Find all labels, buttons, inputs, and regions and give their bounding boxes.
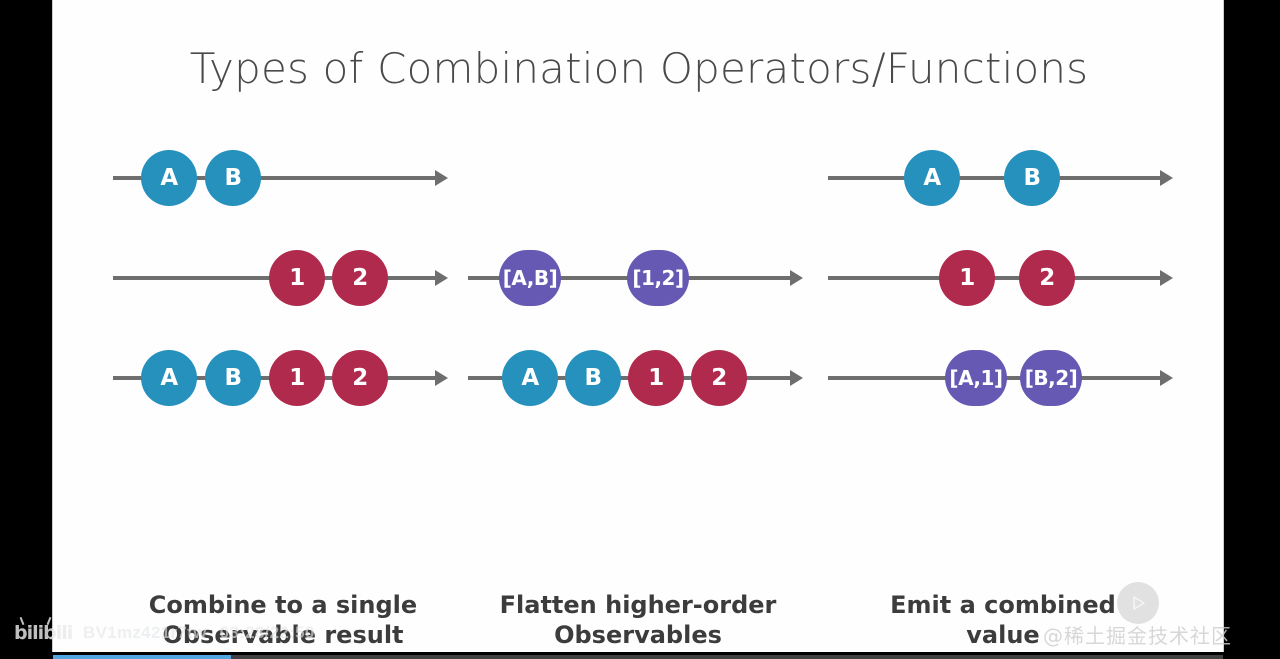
observable-timeline: [A,B] [1,2] [468, 250, 808, 306]
timeline-line [113, 176, 437, 180]
presentation-slide: Types of Combination Operators/Functions… [52, 0, 1224, 659]
marble-node: B [1004, 150, 1060, 206]
timeline-arrow-icon [790, 370, 803, 386]
caption-operators: merge, concat [113, 657, 453, 659]
video-id: BV1mz421r7tw [83, 623, 207, 642]
timeline-line [828, 276, 1162, 280]
timeline-arrow-icon [1160, 370, 1173, 386]
timeline-arrow-icon [435, 170, 448, 186]
marble-node: [A,1] [945, 350, 1007, 406]
marble-node: 1 [628, 350, 684, 406]
marble-node: 1 [269, 250, 325, 306]
marble-node: 1 [269, 350, 325, 406]
marble-node: 1 [939, 250, 995, 306]
marble-node: 2 [332, 350, 388, 406]
marble-node: [B,2] [1020, 350, 1082, 406]
video-progress-bar[interactable] [53, 655, 1223, 659]
timeline-line [828, 176, 1162, 180]
marble-node: A [502, 350, 558, 406]
play-triangle-icon [1116, 582, 1159, 624]
marble-node: A [141, 150, 197, 206]
time-display: 03:28/22:50 [219, 623, 315, 642]
marble-node: [1,2] [627, 250, 689, 306]
caption-operators: mergeAll [468, 657, 808, 659]
timeline-arrow-icon [435, 370, 448, 386]
column-caption: Combine to a single Observable result me… [113, 590, 453, 659]
timeline-arrow-icon [790, 270, 803, 286]
slide-title: Types of Combination Operators/Functions [189, 44, 1089, 93]
marble-node: 2 [1019, 250, 1075, 306]
marble-node: 2 [691, 350, 747, 406]
caption-line-1: Emit a combined [890, 591, 1116, 619]
juejin-watermark: @稀土掘金技术社区 [1043, 582, 1232, 649]
juejin-watermark-text: @稀土掘金技术社区 [1043, 624, 1232, 648]
bilibili-watermark: bilibili BV1mz421r7tw 03:28/22:50 [14, 616, 315, 645]
timeline-arrow-icon [1160, 170, 1173, 186]
caption-line-1: Combine to a single [148, 591, 418, 619]
observable-timeline: [A,1][B,2] [828, 350, 1178, 406]
marble-node: B [205, 150, 261, 206]
marble-node: 2 [332, 250, 388, 306]
marble-node: [A,B] [499, 250, 561, 306]
bilibili-logo-icon: bilibili [14, 616, 74, 645]
marble-node: A [141, 350, 197, 406]
timeline-arrow-icon [1160, 270, 1173, 286]
caption-line-2: value [966, 621, 1040, 649]
video-id-and-time: BV1mz421r7tw 03:28/22:50 [83, 623, 315, 643]
marble-node: A [904, 150, 960, 206]
video-progress-fill [53, 655, 231, 659]
timeline-arrow-icon [435, 270, 448, 286]
column-caption: Flatten higher-order Observables mergeAl… [468, 590, 808, 659]
marble-node: B [205, 350, 261, 406]
caption-line-1: Flatten higher-order [499, 591, 777, 619]
column-caption: Emit a combined value [828, 590, 1178, 657]
caption-line-2: Observable result [162, 621, 404, 649]
bilibili-logo-text: bilibili [14, 622, 73, 644]
marble-node: B [565, 350, 621, 406]
caption-line-2: Observables [554, 621, 722, 649]
